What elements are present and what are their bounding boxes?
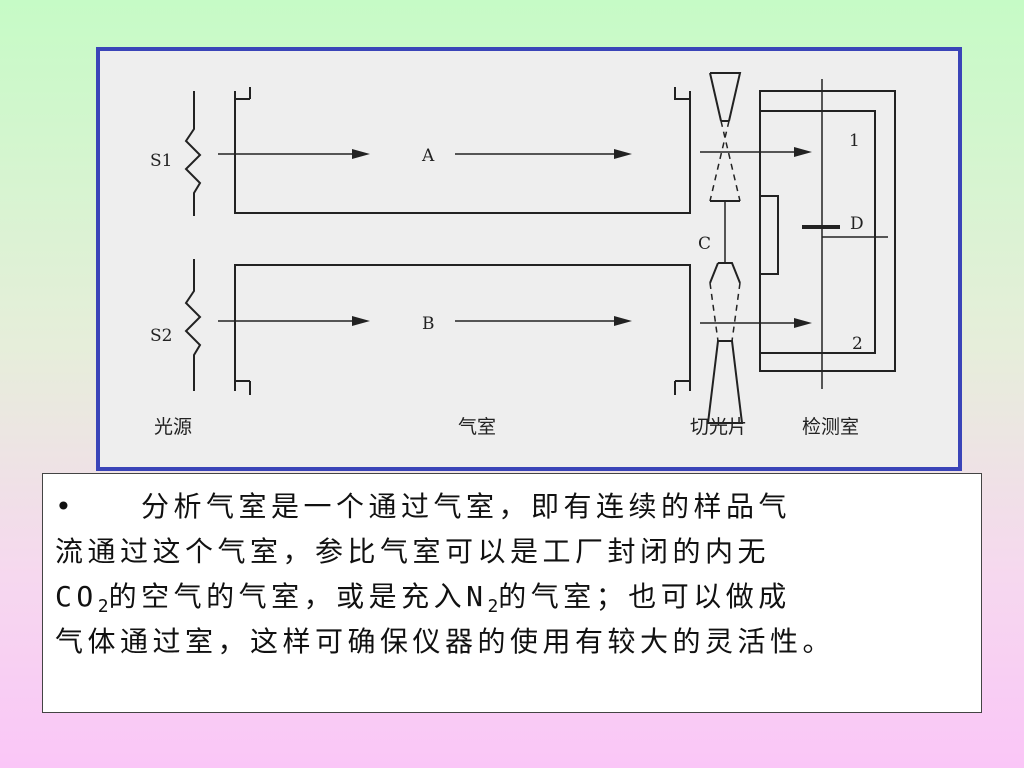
chamber-a-window xyxy=(235,87,690,100)
light-source-s2 xyxy=(184,259,202,391)
description-textbox: •分析气室是一个通过气室，即有连续的样品气 流通过这个气室，参比气室可以是工厂封… xyxy=(42,473,982,713)
chamber-a xyxy=(234,91,691,214)
infrared-analyzer-diagram: S1 S2 A B C D 1 2 光源 气室 切光片 检测室 xyxy=(150,72,896,438)
text-line-2: 流通过这个气室，参比气室可以是工厂封闭的内无 xyxy=(55,535,771,568)
beam-arrows-upper xyxy=(218,147,812,159)
text-line-3: CO2的空气的气室，或是充入N2的气室；也可以做成 xyxy=(55,580,791,617)
label-s1: S1 xyxy=(150,151,172,171)
bullet: • xyxy=(55,490,72,523)
label-c: C xyxy=(698,234,711,254)
text-line-1: •分析气室是一个通过气室，即有连续的样品气 xyxy=(55,484,969,529)
caption-detector: 检测室 xyxy=(802,416,859,438)
beam-arrows-lower xyxy=(218,316,812,328)
light-source-s1 xyxy=(184,91,202,216)
chamber-b xyxy=(234,264,691,391)
caption-chopper: 切光片 xyxy=(690,416,747,438)
caption-gas-chamber: 气室 xyxy=(458,416,496,438)
diagram-frame: S1 S2 A B C D 1 2 光源 气室 切光片 检测室 xyxy=(96,47,962,471)
label-a: A xyxy=(421,146,435,166)
label-d: D xyxy=(850,214,864,234)
detector-chamber xyxy=(759,79,896,389)
chopper-blade xyxy=(706,72,744,424)
caption-light-source: 光源 xyxy=(154,416,192,438)
chamber-b-window xyxy=(235,380,690,395)
text-line-4: 气体通过室，这样可确保仪器的使用有较大的灵活性。 xyxy=(55,625,836,658)
label-s2: S2 xyxy=(150,326,172,346)
label-b: B xyxy=(422,314,435,334)
label-1: 1 xyxy=(849,131,860,151)
label-2: 2 xyxy=(852,334,863,354)
